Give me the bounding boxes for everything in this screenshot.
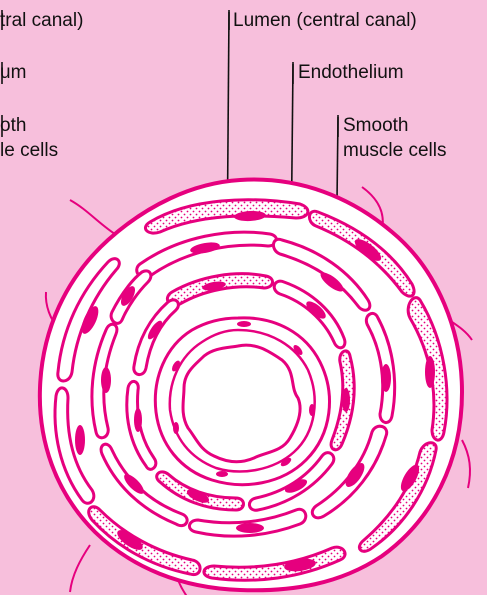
lumen: [183, 345, 300, 462]
